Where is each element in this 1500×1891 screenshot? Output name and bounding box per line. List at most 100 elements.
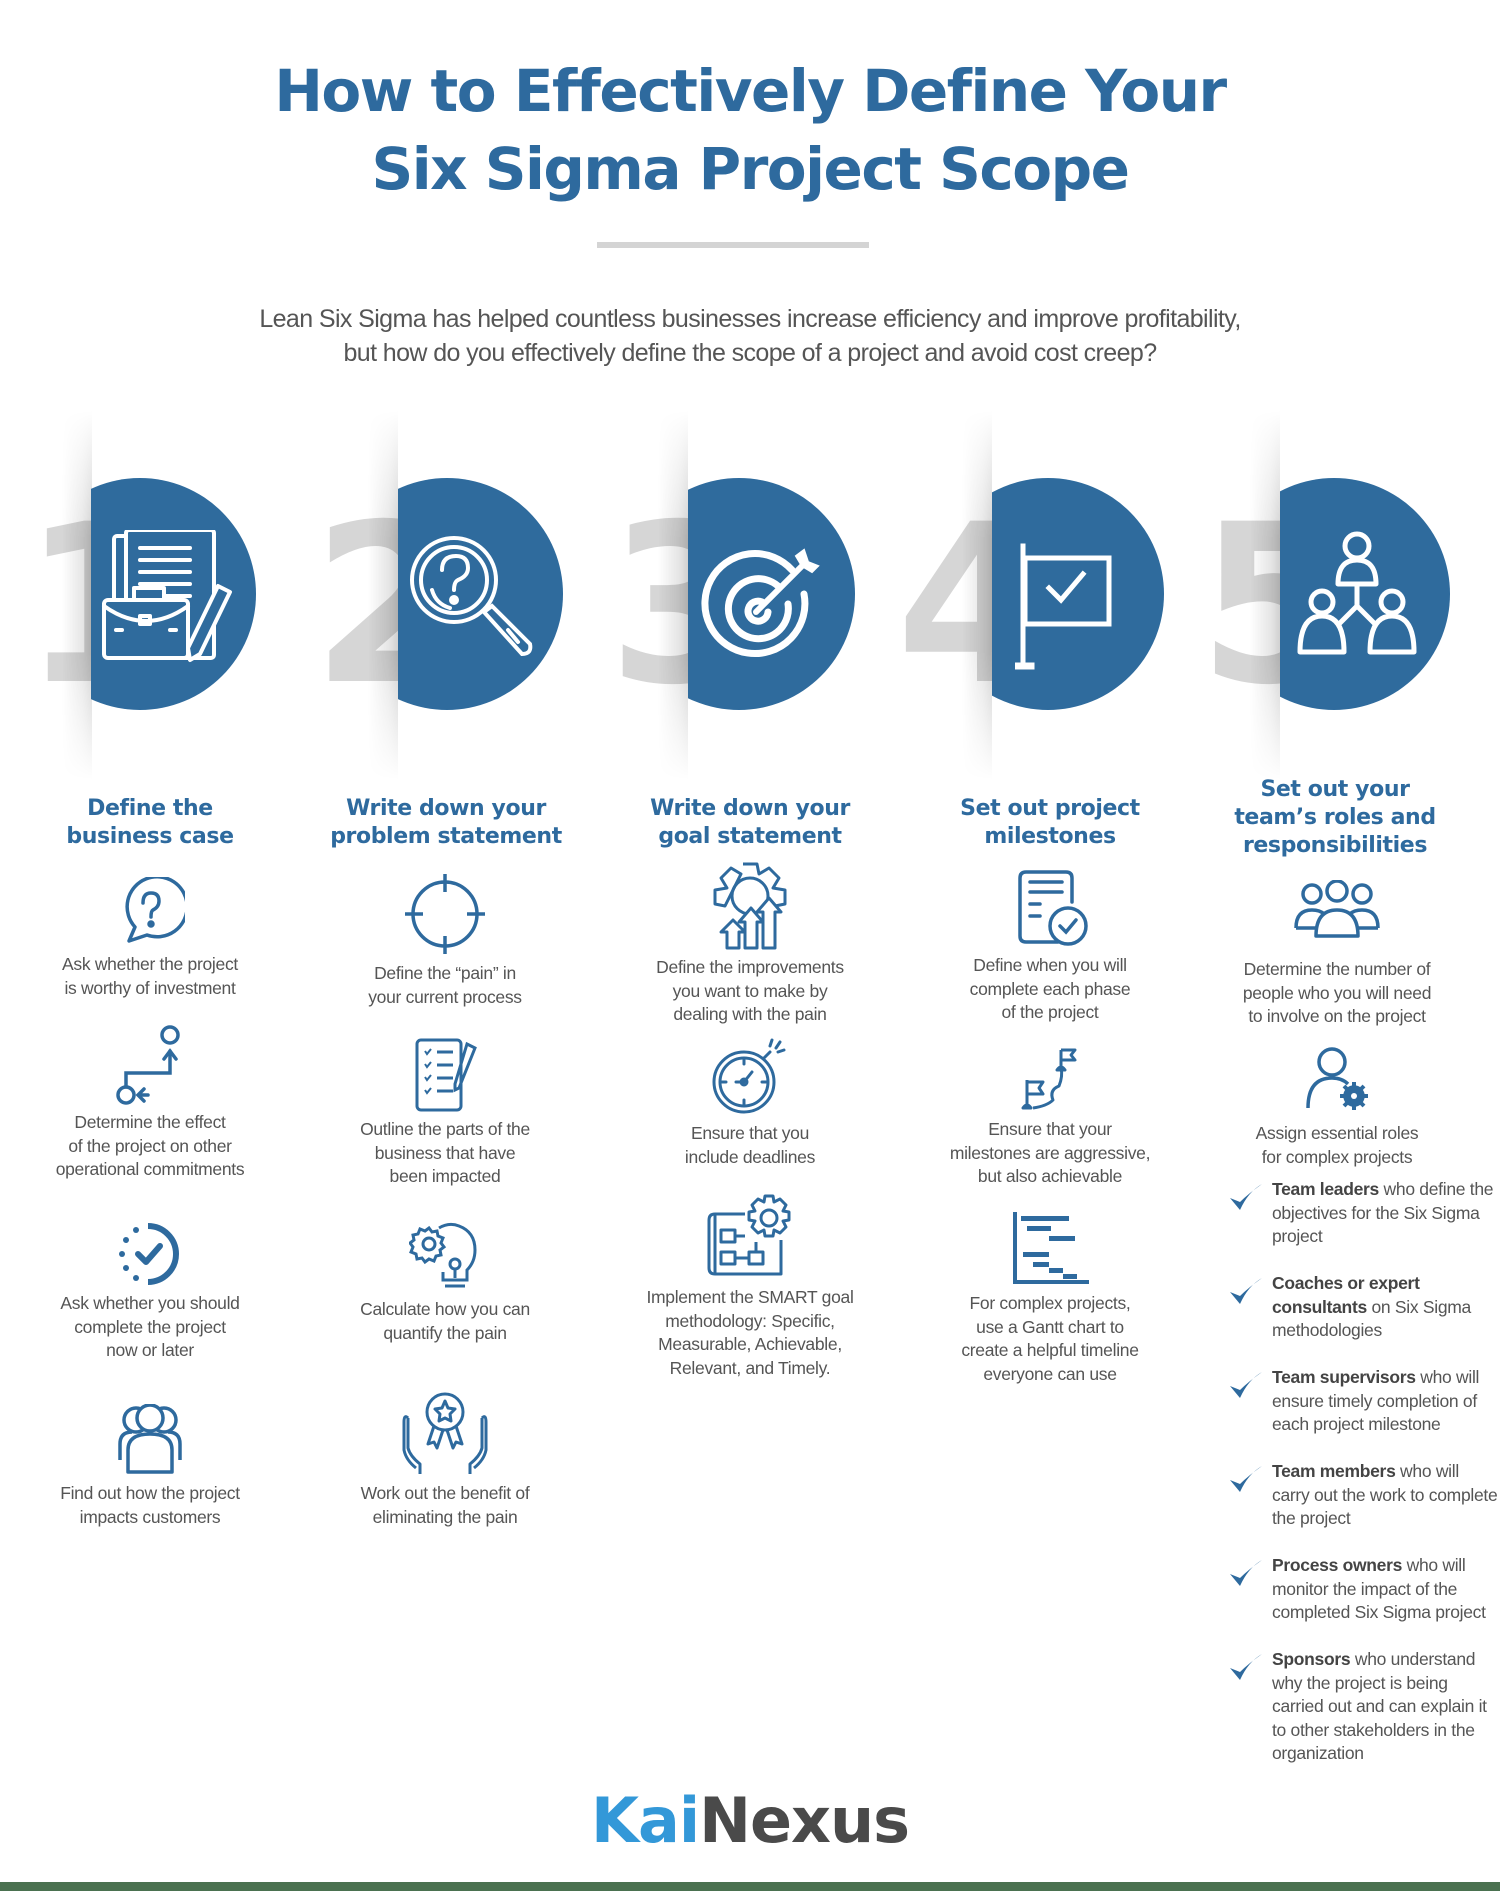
checkmark-icon [1230,1184,1262,1210]
hands-award-icon [402,1392,488,1474]
gear-bulb-icon [409,1222,477,1288]
magnifier-question-icon [406,532,536,662]
step-5-badge: 5 [1198,410,1500,780]
document-check-icon [1018,870,1088,946]
customers-group-icon [118,1404,182,1474]
title-divider [597,242,869,248]
title-line-2: Six Sigma Project Scope [371,135,1130,203]
role-text: Coaches or expert consultants on Six Sig… [1272,1273,1471,1340]
briefcase-document-pencil-icon [100,530,240,665]
heading-line: Write down your [650,796,850,821]
step-shadow [368,410,398,780]
circle-clip [1280,478,1450,710]
intro-text: Lean Six Sigma has helped countless busi… [0,302,1500,370]
org-hierarchy-icon [1292,530,1422,660]
role-item: Process owners who will monitor the impa… [1228,1554,1500,1634]
checkmark-icon [1230,1278,1262,1304]
title-line-1: How to Effectively Define Your [274,57,1227,125]
milestone-flags-icon [1021,1048,1077,1110]
page-title: How to Effectively Define Your Six Sigma… [0,52,1500,208]
heading-line: problem statement [330,824,562,849]
role-text: Team supervisors who will ensure timely … [1272,1367,1480,1434]
crosshair-icon [405,874,485,954]
step-shadow [962,410,992,780]
logo-kai: Kai [590,1784,700,1857]
checkmark-icon [1230,1466,1262,1492]
role-text: Sponsors who understand why the project … [1272,1649,1487,1763]
heading-line: milestones [984,824,1116,849]
logo-nexus: Nexus [699,1784,910,1857]
checkmark-icon [1230,1560,1262,1586]
step-3-badge: 3 [600,410,900,780]
stopwatch-bomb-icon [712,1038,786,1114]
heading-line: goal statement [658,824,842,849]
step-4-item-3: For complex projects,use a Gantt chart t… [910,1210,1190,1386]
role-item: Team leaders who define the objectives f… [1228,1178,1500,1258]
role-item: Coaches or expert consultants on Six Sig… [1228,1272,1500,1352]
checkmark-icon [1230,1372,1262,1398]
heading-line: business case [66,824,234,849]
checkmark-icon [1230,1654,1262,1680]
heading-line: Set out your [1260,777,1410,802]
step-3-heading: Write down your goal statement [610,795,890,851]
step-5-heading: Set out your team’s roles and responsibi… [1200,776,1470,860]
dotted-check-clock-icon [119,1223,179,1285]
bottom-bar [0,1882,1500,1891]
path-arrows-icon [116,1025,180,1105]
question-bubble-icon [125,877,185,943]
step-1-badge: 1 [0,410,300,780]
role-item: Team supervisors who will ensure timely … [1228,1366,1500,1446]
intro-line-1: Lean Six Sigma has helped countless busi… [259,305,1241,333]
intro-line-2: but how do you effectively define the sc… [343,339,1157,367]
gantt-chart-icon [1013,1212,1089,1284]
role-item: Sponsors who understand why the project … [1228,1648,1500,1773]
heading-line: responsibilities [1242,833,1428,858]
role-text: Team leaders who define the objectives f… [1272,1179,1494,1246]
blueprint-gear-icon [707,1194,791,1276]
step-2-badge: 2 [300,410,600,780]
role-text: Team members who will carry out the work… [1272,1461,1498,1528]
step-shadow [658,410,688,780]
checklist-pen-icon [415,1038,477,1112]
step-shadow [62,410,92,780]
three-people-icon [1294,880,1380,938]
heading-line: team’s roles and [1234,805,1436,830]
heading-line: Write down your [346,796,546,821]
flag-check-icon [1015,542,1115,672]
step-shadow [1250,410,1280,780]
item-text: For complex projects,use a Gantt chart t… [961,1293,1139,1384]
target-arrow-icon [700,542,825,667]
step-2-heading: Write down your problem statement [306,795,586,851]
kainexus-logo: KaiNexus [0,1786,1500,1856]
step-1-heading: Define the business case [20,795,280,851]
